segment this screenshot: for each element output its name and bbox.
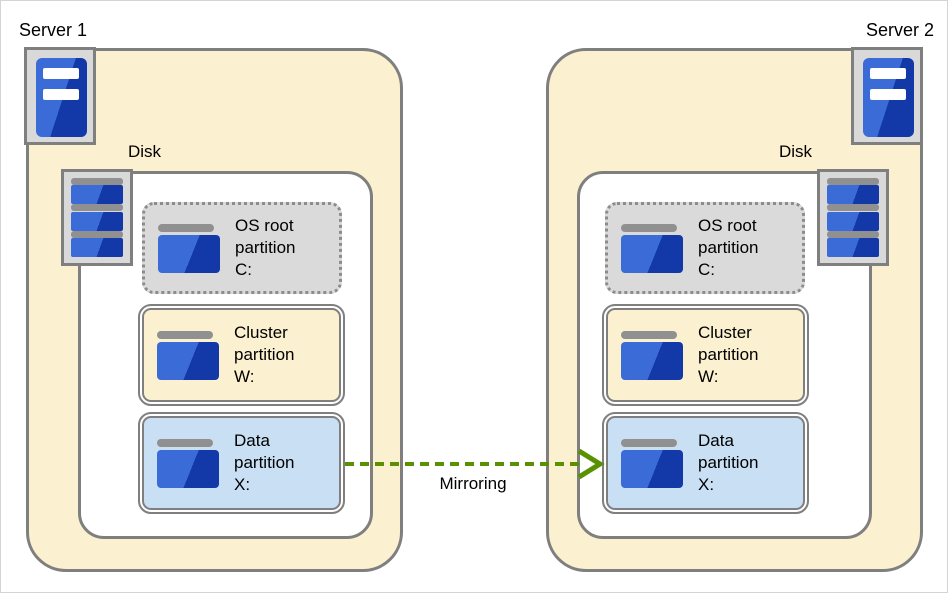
server2-os-root-partition: OS root partition C: <box>605 202 805 294</box>
server-tower-glyph <box>36 58 87 137</box>
mirroring-arrow <box>345 448 605 480</box>
partition-icon <box>621 330 683 380</box>
partition-label: Data partition X: <box>234 431 295 494</box>
partition-label: OS root partition C: <box>698 216 759 279</box>
server2-disk-label: Disk <box>779 142 813 161</box>
partition-label: Cluster partition W: <box>234 323 295 386</box>
server2-cluster-partition: Cluster partition W: <box>602 304 809 406</box>
server1-disk-label: Disk <box>128 142 162 161</box>
server1-label: Server 1 <box>19 20 88 40</box>
server-icon <box>851 47 923 145</box>
partition-label: OS root partition C: <box>235 216 296 279</box>
mirroring-label: Mirroring <box>439 474 507 493</box>
server2-label: Server 2 <box>865 20 934 40</box>
disk-icon <box>817 169 889 266</box>
server-icon <box>24 47 96 145</box>
server1-data-partition: Data partition X: <box>138 412 345 514</box>
server1-cluster-partition: Cluster partition W: <box>138 304 345 406</box>
partition-icon <box>158 223 220 273</box>
server1-os-root-partition: OS root partition C: <box>142 202 342 294</box>
partition-icon <box>621 223 683 273</box>
partition-icon <box>621 438 683 488</box>
server2-data-partition: Data partition X: <box>602 412 809 514</box>
partition-icon <box>157 330 219 380</box>
server-tower-glyph <box>863 58 914 137</box>
partition-icon <box>157 438 219 488</box>
partition-label: Data partition X: <box>698 431 759 494</box>
partition-label: Cluster partition W: <box>698 323 759 386</box>
disk-icon <box>61 169 133 266</box>
